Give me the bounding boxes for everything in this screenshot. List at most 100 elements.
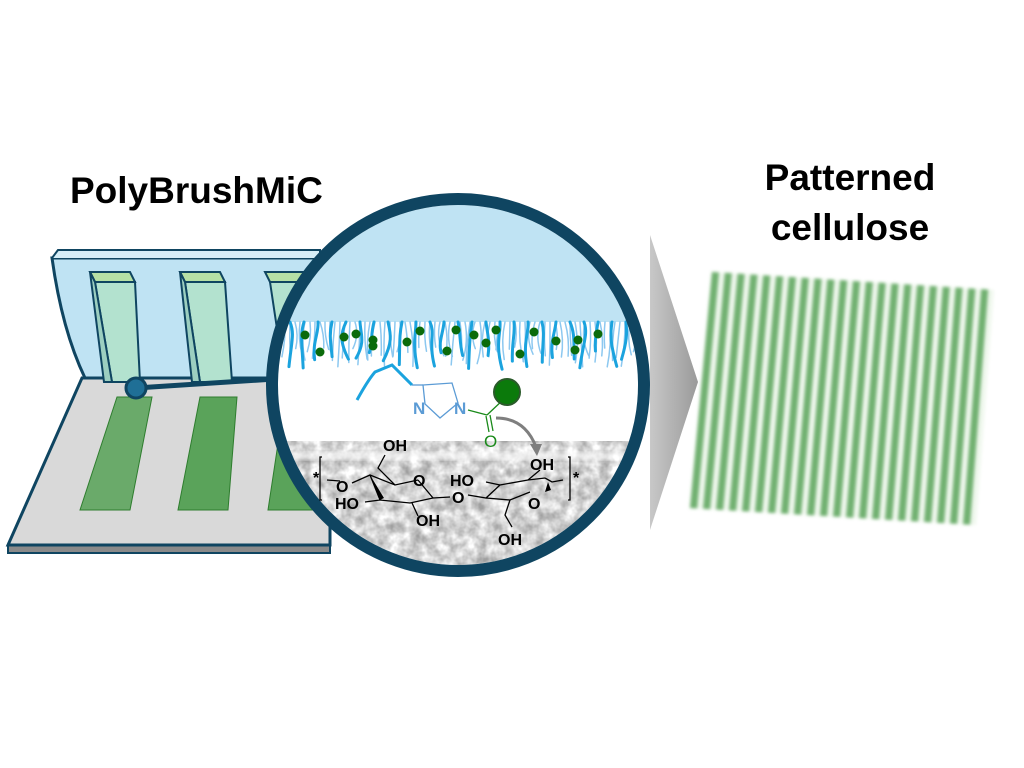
reaction-arrow: [495, 416, 538, 448]
label-ho: HO: [335, 496, 359, 513]
pattern-stripe: [729, 274, 758, 511]
dye-dot: [593, 329, 603, 339]
brush-strand: [518, 321, 525, 363]
brush-strand: [337, 321, 341, 368]
pattern-stripe: [846, 281, 873, 518]
pattern-stripe: [703, 272, 732, 510]
brush-strand: [588, 321, 592, 359]
brush-strand: [465, 321, 471, 365]
pattern-stripe: [924, 286, 950, 523]
dye-dot: [469, 330, 479, 340]
magnified-view: N N O OH O HO OH O O HO OH O: [266, 193, 650, 577]
dye-molecule: [493, 378, 521, 406]
pattern-stripe: [820, 280, 848, 517]
magnifier-ring: [266, 193, 650, 577]
pattern-stripe: [911, 285, 937, 522]
label-oh: OH: [383, 438, 407, 455]
brush-strand: [481, 321, 486, 358]
brush-strand: [609, 320, 619, 368]
dye-dot: [442, 346, 452, 356]
pattern-stripe: [807, 279, 835, 516]
dye-dot: [402, 337, 412, 347]
brush-strand: [564, 321, 570, 357]
dye-dot: [481, 338, 491, 348]
label-end: *: [573, 470, 580, 487]
pattern-stripe: [781, 277, 809, 514]
brush-strand: [438, 320, 446, 355]
brush-strand: [312, 320, 320, 362]
brush-strand: [300, 320, 306, 370]
dye-dot: [368, 335, 378, 345]
dye-dot: [351, 329, 361, 339]
brush-strand: [383, 321, 386, 367]
polybrushmic-title: PolyBrushMiC: [70, 170, 323, 211]
pattern-stripe: [742, 275, 771, 512]
dye-dot: [491, 325, 501, 335]
label-oh: OH: [530, 457, 554, 474]
process-arrow: [650, 235, 698, 530]
brush-strand: [324, 321, 330, 351]
brush-strand: [413, 320, 419, 370]
brush-strand: [537, 321, 542, 354]
brush-strand: [559, 321, 564, 358]
brush-strand: [354, 320, 364, 360]
pattern-stripe: [794, 278, 822, 515]
brush-strand: [404, 321, 409, 354]
brush-strand: [306, 321, 312, 353]
pattern-stripe: [898, 285, 925, 521]
brush-strand: [397, 320, 404, 367]
pattern-stripe: [872, 283, 899, 520]
brush-strand: [620, 320, 629, 361]
dye-dot: [551, 336, 561, 346]
brush-strand: [364, 321, 368, 360]
label-oh: OH: [416, 513, 440, 530]
pattern-stripe: [963, 289, 989, 525]
brush-strand: [462, 321, 468, 361]
pattern-stripe: [950, 288, 976, 524]
dye-dots: [300, 325, 603, 359]
patterned-title-line1: Patterned: [765, 157, 936, 198]
brush-strand: [428, 320, 436, 368]
brush-strand: [540, 320, 545, 364]
stamp-pillar: [178, 271, 234, 383]
brush-strand: [366, 321, 371, 361]
pattern-stripe: [885, 284, 912, 521]
dye-dot: [339, 332, 349, 342]
brush-strand: [392, 321, 396, 357]
imidazole-linker: [355, 363, 542, 456]
brush-strand: [379, 321, 383, 356]
patterned-title-line2: cellulose: [771, 207, 929, 248]
label-n: N: [413, 399, 425, 418]
cellobiose-structure: [319, 454, 571, 528]
pattern-stripe: [716, 273, 745, 510]
pattern-stripe: [859, 282, 886, 519]
brush-strand: [548, 321, 551, 366]
brush-strand: [599, 321, 604, 357]
label-o: O: [528, 496, 540, 513]
green-stripe: [177, 396, 238, 511]
label-o: O: [484, 432, 497, 451]
magnifier-handle: [135, 375, 291, 391]
dye-dot: [570, 345, 580, 355]
label-ho: HO: [450, 473, 474, 490]
brush-strand: [423, 321, 428, 353]
pattern-stripe: [768, 276, 796, 514]
brush-strand: [294, 321, 298, 350]
brush-strand: [484, 320, 491, 358]
dye-dot: [515, 349, 525, 359]
brush-strand: [603, 321, 606, 349]
pattern-stripe: [755, 276, 784, 513]
label-n: N: [454, 399, 466, 418]
dye-dot: [529, 327, 539, 337]
brush-strand: [456, 320, 465, 358]
label-o: O: [413, 473, 425, 490]
brush-strand: [319, 321, 325, 349]
brush-strand: [433, 321, 437, 348]
label-o: O: [336, 479, 348, 496]
brush-strand: [328, 320, 334, 359]
patterned-cellulose-sheet: [690, 272, 994, 525]
label-oh: OH: [498, 532, 522, 549]
pattern-stripe: [937, 287, 963, 524]
dye-dot: [415, 326, 425, 336]
